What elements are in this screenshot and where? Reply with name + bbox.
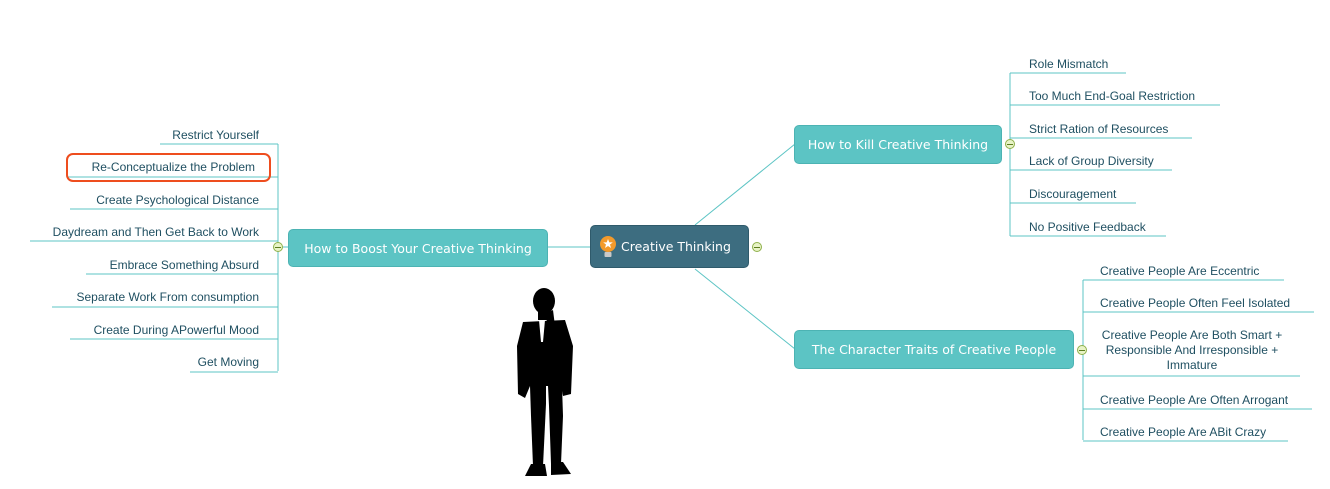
lightbulb-icon — [600, 236, 616, 257]
branch-node-kill[interactable]: How to Kill Creative Thinking — [794, 125, 1002, 164]
list-item-boost-highlighted[interactable]: Re-Conceptualize the Problem — [91, 160, 255, 174]
list-item-traits-multiline[interactable]: Creative People Are Both Smart + Respons… — [1101, 328, 1283, 372]
list-item-boost[interactable]: Restrict Yourself — [172, 128, 259, 142]
list-item-traits[interactable]: Creative People Often Feel Isolated — [1100, 296, 1291, 310]
list-item-traits[interactable]: Creative People Are Often Arrogant — [1100, 393, 1289, 407]
list-item-kill[interactable]: Strict Ration of Resources — [1029, 122, 1169, 136]
highlight-outline — [66, 153, 271, 182]
boost-collapse-toggle[interactable] — [273, 242, 283, 252]
central-collapse-toggle[interactable] — [752, 242, 762, 252]
list-item-kill[interactable]: No Positive Feedback — [1029, 220, 1146, 234]
branch-label-kill: How to Kill Creative Thinking — [807, 137, 989, 152]
branch-label-traits: The Character Traits of Creative People — [811, 342, 1057, 357]
list-item-traits[interactable]: Creative People Are Eccentric — [1100, 264, 1260, 278]
central-topic-label: Creative Thinking — [621, 239, 731, 254]
list-item-boost[interactable]: Create Psychological Distance — [96, 193, 259, 207]
branch-label-boost: How to Boost Your Creative Thinking — [304, 240, 532, 256]
list-item-boost[interactable]: Embrace Something Absurd — [109, 258, 259, 272]
list-item-boost[interactable]: Get Moving — [197, 355, 259, 369]
connector-central-bottom — [694, 268, 796, 350]
list-item-kill[interactable]: Too Much End-Goal Restriction — [1029, 89, 1196, 103]
list-item-traits[interactable]: Creative People Are ABit Crazy — [1100, 425, 1267, 439]
list-item-kill[interactable]: Discouragement — [1029, 187, 1117, 201]
list-item-boost[interactable]: Create During APowerful Mood — [93, 323, 259, 337]
list-item-kill[interactable]: Role Mismatch — [1029, 57, 1109, 71]
list-item-kill[interactable]: Lack of Group Diversity — [1029, 154, 1154, 168]
central-topic-node[interactable]: Creative Thinking — [590, 225, 749, 268]
traits-collapse-toggle[interactable] — [1077, 345, 1087, 355]
list-item-boost[interactable]: Separate Work From consumption — [76, 290, 259, 304]
person-thinking-silhouette — [517, 288, 573, 476]
list-item-boost[interactable]: Daydream and Then Get Back to Work — [52, 225, 259, 239]
kill-collapse-toggle[interactable] — [1005, 139, 1015, 149]
branch-node-traits[interactable]: The Character Traits of Creative People — [794, 330, 1074, 369]
branch-node-boost[interactable]: How to Boost Your Creative Thinking — [288, 229, 548, 267]
connector-central-top — [694, 143, 796, 226]
